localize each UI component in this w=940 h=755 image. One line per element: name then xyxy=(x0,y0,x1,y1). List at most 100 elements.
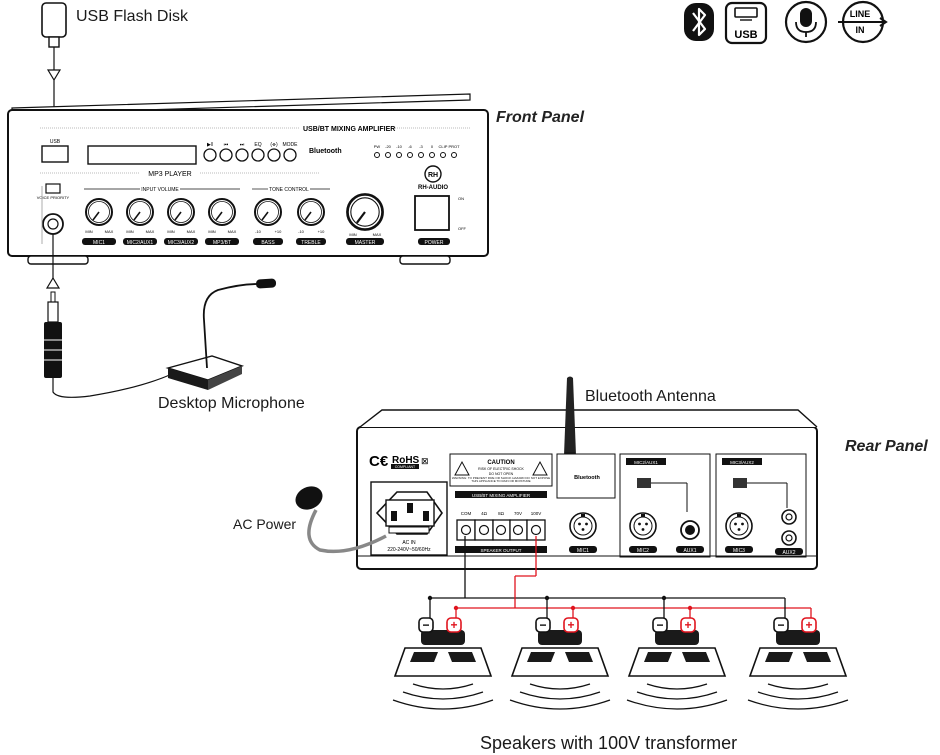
speaker-4: − + xyxy=(747,617,849,710)
input-volume-label: INPUT VOLUME xyxy=(141,187,179,193)
knob-min: MIN xyxy=(349,232,356,237)
mic2-aux1-label: MIC2/AUX1 xyxy=(634,460,658,465)
knob-max: MAX xyxy=(146,229,155,234)
terminal-label: 4Ω xyxy=(481,511,488,516)
knob-tag-label: MIC2/AUX1 xyxy=(127,240,154,246)
transport-label: ⏭ xyxy=(240,142,245,148)
knob-scale-labels: MIN MAX MIN MAX MIN MAX MIN MAX -10 +10 … xyxy=(85,229,381,237)
desktop-microphone-label: Desktop Microphone xyxy=(158,395,305,412)
caution-label: CAUTION RISK OF ELECTRIC SHOCK DO NOT OP… xyxy=(449,453,553,487)
power-on-label: ON xyxy=(458,196,464,201)
desktop-microphone xyxy=(165,278,277,390)
transport-label: EQ xyxy=(254,142,261,148)
usb-icon: USB xyxy=(724,1,768,45)
usb-flash-disk-label: USB Flash Disk xyxy=(76,8,189,25)
knob-tag-label: MIC3/AUX2 xyxy=(168,240,195,246)
mic2-label: MIC2 xyxy=(637,548,649,554)
transport-buttons: ▶‖ ⏮ ⏭ EQ (⌯) MODE xyxy=(203,142,299,162)
knob-mic1 xyxy=(85,198,113,226)
front-model-label: USB/BT MIXING AMPLIFIER xyxy=(303,126,395,133)
tone-max: +10 xyxy=(318,229,326,234)
meter-label: PROT xyxy=(448,144,460,149)
bluetooth-icon xyxy=(684,3,714,41)
knob-tag-label: MIC1 xyxy=(93,240,105,246)
knob-master xyxy=(346,193,384,231)
terminal-label: 100V xyxy=(531,511,542,516)
knob-mic2-aux1 xyxy=(126,198,154,226)
meter-label: CLIP xyxy=(439,144,448,149)
knob-max: MAX xyxy=(105,229,114,234)
knob-min: MIN xyxy=(126,229,133,234)
transport-label: MODE xyxy=(283,142,299,148)
terminal-minus: − xyxy=(777,618,784,632)
ce-mark: C€ xyxy=(369,453,389,470)
knob-max: MAX xyxy=(187,229,196,234)
speakers: − + − + − + − + xyxy=(392,617,849,710)
knob-max: MAX xyxy=(228,229,237,234)
meter-label: PW xyxy=(374,144,381,149)
knob-mic3-aux2 xyxy=(167,198,195,226)
knob-min: MIN xyxy=(85,229,92,234)
front-panel-title: Front Panel xyxy=(496,109,585,126)
caution-line1: RISK OF ELECTRIC SHOCK xyxy=(478,467,524,471)
power-off-label: OFF xyxy=(458,226,467,231)
terminal-minus: − xyxy=(656,618,663,632)
terminal-plus: + xyxy=(805,618,812,632)
mic3-label: MIC3 xyxy=(733,548,745,554)
rohs-compliant-label: COMPLIANT xyxy=(395,465,416,469)
brand-mark: RH xyxy=(428,172,438,179)
caution-title: CAUTION xyxy=(487,460,514,466)
power-label: POWER xyxy=(425,240,444,246)
tone-control-label: TONE CONTROL xyxy=(269,187,309,193)
meter-label: -10 xyxy=(396,144,403,149)
meter-label: -6 xyxy=(408,144,412,149)
aux1-label: AUX1 xyxy=(683,548,696,554)
tone-min: -10 xyxy=(298,229,305,234)
weee-mark: ⊠ xyxy=(421,456,429,466)
rear-panel: C€ RoHS COMPLIANT ⊠ CAUTION RISK OF ELEC… xyxy=(356,376,818,570)
knob-tag-label: MASTER xyxy=(355,240,376,246)
microphone-icon xyxy=(784,0,828,44)
meter-label: 0 xyxy=(431,144,434,149)
transport-label: (⌯) xyxy=(270,142,278,148)
rh-audio-logo: RH RH-AUDIO xyxy=(418,165,448,191)
transport-label: ▶‖ xyxy=(207,142,213,148)
front-bluetooth-label: Bluetooth xyxy=(309,148,342,155)
mic3-aux2-block: MIC3/AUX2 MIC3 AUX2 xyxy=(715,453,807,558)
brand-label: RH-AUDIO xyxy=(418,185,448,191)
rohs-label: RoHS xyxy=(392,455,420,466)
ac-inlet: AC IN 220-240V~50/60Hz xyxy=(370,481,448,556)
mic3-aux2-label: MIC3/AUX2 xyxy=(730,460,754,465)
speaker-1: − + xyxy=(392,617,494,710)
tone-max: +10 xyxy=(275,229,283,234)
voice-priority-label: VOICE PRIORITY xyxy=(37,195,70,200)
terminal-plus: + xyxy=(450,618,457,632)
transport-label: ⏮ xyxy=(224,142,229,148)
terminal-minus: − xyxy=(539,618,546,632)
usb-port-label: USB xyxy=(50,139,61,145)
meter-label: -3 xyxy=(419,144,423,149)
knob-tags: MIC1 MIC2/AUX1 MIC3/AUX2 MP3/BT BASS TRE… xyxy=(82,238,384,246)
terminal-plus: + xyxy=(567,618,574,632)
terminal-label: COM xyxy=(461,511,472,516)
knob-treble xyxy=(297,198,325,226)
bluetooth-antenna-label: Bluetooth Antenna xyxy=(585,388,716,405)
ac-in-label: AC IN xyxy=(402,540,416,546)
top-icons: USB LINE IN xyxy=(684,0,888,45)
meter-label: -20 xyxy=(385,144,392,149)
speakers-caption: Speakers with 100V transformer xyxy=(480,733,738,753)
knob-max: MAX xyxy=(373,232,382,237)
rear-panel-title: Rear Panel xyxy=(845,438,928,455)
line-in-icon-bottom: IN xyxy=(856,25,865,35)
mic2-aux1-block: MIC2/AUX1 MIC2 AUX1 xyxy=(619,453,711,558)
ac-power-label: AC Power xyxy=(233,516,297,532)
mp3-player-label: MP3 PLAYER xyxy=(148,171,191,178)
microphone-jack xyxy=(44,234,173,398)
knob-min: MIN xyxy=(208,229,215,234)
terminal-label: 70V xyxy=(514,511,522,516)
knob-tag-label: MP3/BT xyxy=(213,240,231,246)
speaker-wiring xyxy=(427,536,812,618)
caution-warning: WARNING: TO PREVENT FIRE OR SHOCK HAZARD… xyxy=(451,477,551,484)
mic1-label: MIC1 xyxy=(577,548,589,554)
speaker-3: − + xyxy=(626,617,728,710)
